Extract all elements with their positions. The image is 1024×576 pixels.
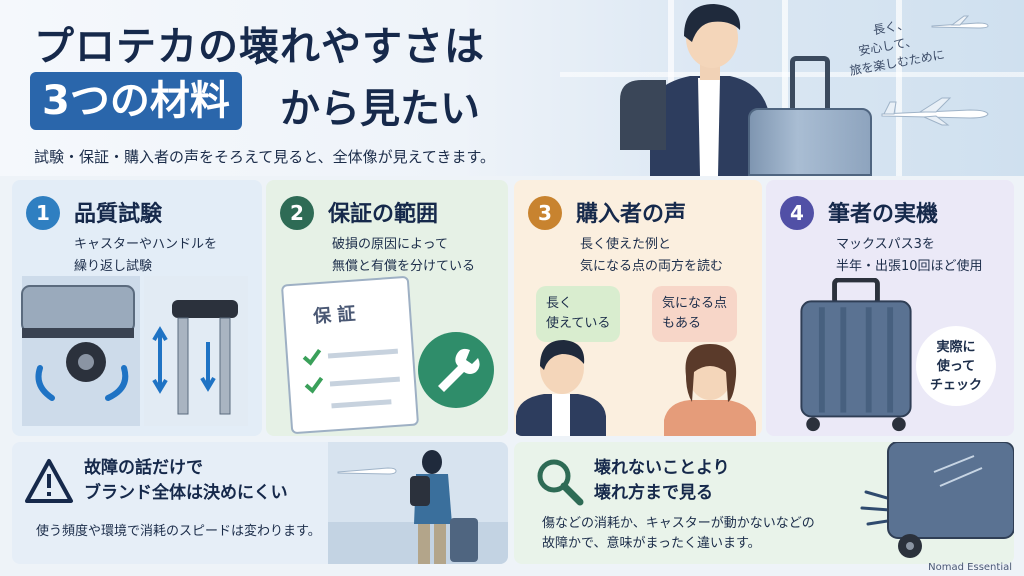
desc-line: マックスパス3を — [836, 237, 935, 252]
card-warranty-scope: 2 保証の範囲 破損の原因によって 無償と有償を分けている 保 証 — [266, 180, 508, 436]
caster-test-illustration — [21, 276, 248, 426]
note-description: 傷などの消耗か、キャスターが動かないなどの 故障かで、意味がまったく違います。 — [542, 514, 815, 554]
card-title: 品質試験 — [74, 202, 163, 227]
suitcase-illustration — [748, 108, 872, 176]
check-icon — [302, 348, 400, 409]
note-title: 壊れないことより 壊れ方まで見る — [594, 456, 730, 506]
document-label: 保 証 — [312, 303, 357, 328]
desc-line: 半年・出張10回ほど使用 — [836, 259, 983, 274]
bubble-line: 使えている — [546, 316, 611, 331]
desc-line: キャスターやハンドルを — [74, 237, 218, 252]
traveler-illustration — [620, 4, 770, 176]
title-line: 故障の話だけで — [84, 458, 203, 478]
card-buyer-reviews: 3 購入者の声 長く使えた例と 気になる点の両方を読む 長く 使えている 気にな… — [514, 180, 762, 436]
magnifier-icon — [537, 459, 584, 506]
scratched-suitcase-illustration — [860, 442, 1014, 558]
speech-bubble-concern: 気になる点 もある — [652, 286, 738, 342]
card-description: マックスパス3を 半年・出張10回ほど使用 — [836, 234, 983, 278]
note-title: 故障の話だけで ブランド全体は決めにくい — [84, 456, 288, 506]
card-description: 長く使えた例と 気になる点の両方を読む — [580, 234, 723, 278]
header-banner: プロテカの壊れやすさは 3つの材料 から見たい 試験・保証・購入者の声をそろえて… — [0, 0, 1024, 176]
desc-line: 繰り返し試験 — [74, 259, 153, 274]
airplane-icon — [881, 97, 989, 126]
card-author-test: 4 筆者の実機 マックスパス3を 半年・出張10回ほど使用 実際に 使って チェ… — [766, 180, 1014, 436]
card-title: 保証の範囲 — [328, 202, 439, 227]
desc-line: 破損の原因によって — [332, 237, 448, 252]
card-quality-test: 1 品質試験 キャスターやハンドルを 繰り返し試験 — [12, 180, 262, 436]
page-title-line2: から見たい — [280, 86, 480, 132]
card-description: キャスターやハンドルを 繰り返し試験 — [74, 234, 217, 278]
site-credit: Nomad Essential — [928, 562, 1012, 573]
bubble-line: 気になる点 — [662, 296, 728, 311]
note-failure-stories: 故障の話だけで ブランド全体は決めにくい 使う頻度や環境で消耗のスピードは変わり… — [12, 442, 508, 564]
badge-line: 実際に — [936, 340, 976, 355]
desc-line: 使う頻度や環境で消耗のスピードは変わります。 — [36, 524, 321, 539]
wrench-icon — [418, 332, 494, 408]
desc-line: 無償と有償を分けている — [332, 259, 476, 274]
warning-icon — [25, 459, 73, 503]
airplane-small-icon — [931, 15, 989, 29]
page-subtitle: 試験・保証・購入者の声をそろえて見ると、全体像が見えてきます。 — [34, 148, 495, 166]
bubble-line: もある — [662, 316, 702, 331]
title-line: ブランド全体は決めにくい — [84, 483, 288, 503]
note-how-it-breaks: 壊れないことより 壊れ方まで見る 傷などの消耗か、キャスターが動かないなどの 故… — [514, 442, 1014, 564]
card-description: 破損の原因によって 無償と有償を分けている — [332, 234, 475, 278]
card-number: 1 — [26, 196, 60, 230]
title-highlight: 3つの材料 — [30, 72, 242, 130]
warranty-document: 保 証 — [280, 275, 420, 435]
badge-line: チェック — [929, 378, 982, 393]
check-badge: 実際に 使って チェック — [916, 326, 996, 406]
desc-line: 傷などの消耗か、キャスターが動かないなどの — [542, 516, 815, 531]
speech-bubble-positive: 長く 使えている — [536, 286, 621, 342]
traveler-walking-illustration — [328, 442, 508, 564]
suitcase-handle — [790, 56, 830, 112]
desc-line: 故障かで、意味がまったく違います。 — [542, 536, 761, 551]
page-title-line1: プロテカの壊れやすさは — [34, 24, 485, 70]
desc-line: 気になる点の両方を読む — [580, 259, 724, 274]
card-number: 3 — [528, 196, 562, 230]
card-title: 購入者の声 — [576, 202, 687, 227]
desc-line: 長く使えた例と — [580, 237, 672, 252]
card-title: 筆者の実機 — [828, 202, 939, 227]
suitcase-icon — [800, 278, 912, 432]
bubble-line: 長く — [546, 296, 573, 311]
buyers-illustration — [516, 340, 756, 436]
badge-line: 使って — [936, 359, 976, 374]
title-line: 壊れないことより — [594, 458, 730, 478]
card-number: 2 — [280, 196, 314, 230]
title-line: 壊れ方まで見る — [594, 483, 713, 503]
card-number: 4 — [780, 196, 814, 230]
note-description: 使う頻度や環境で消耗のスピードは変わります。 — [36, 522, 321, 542]
